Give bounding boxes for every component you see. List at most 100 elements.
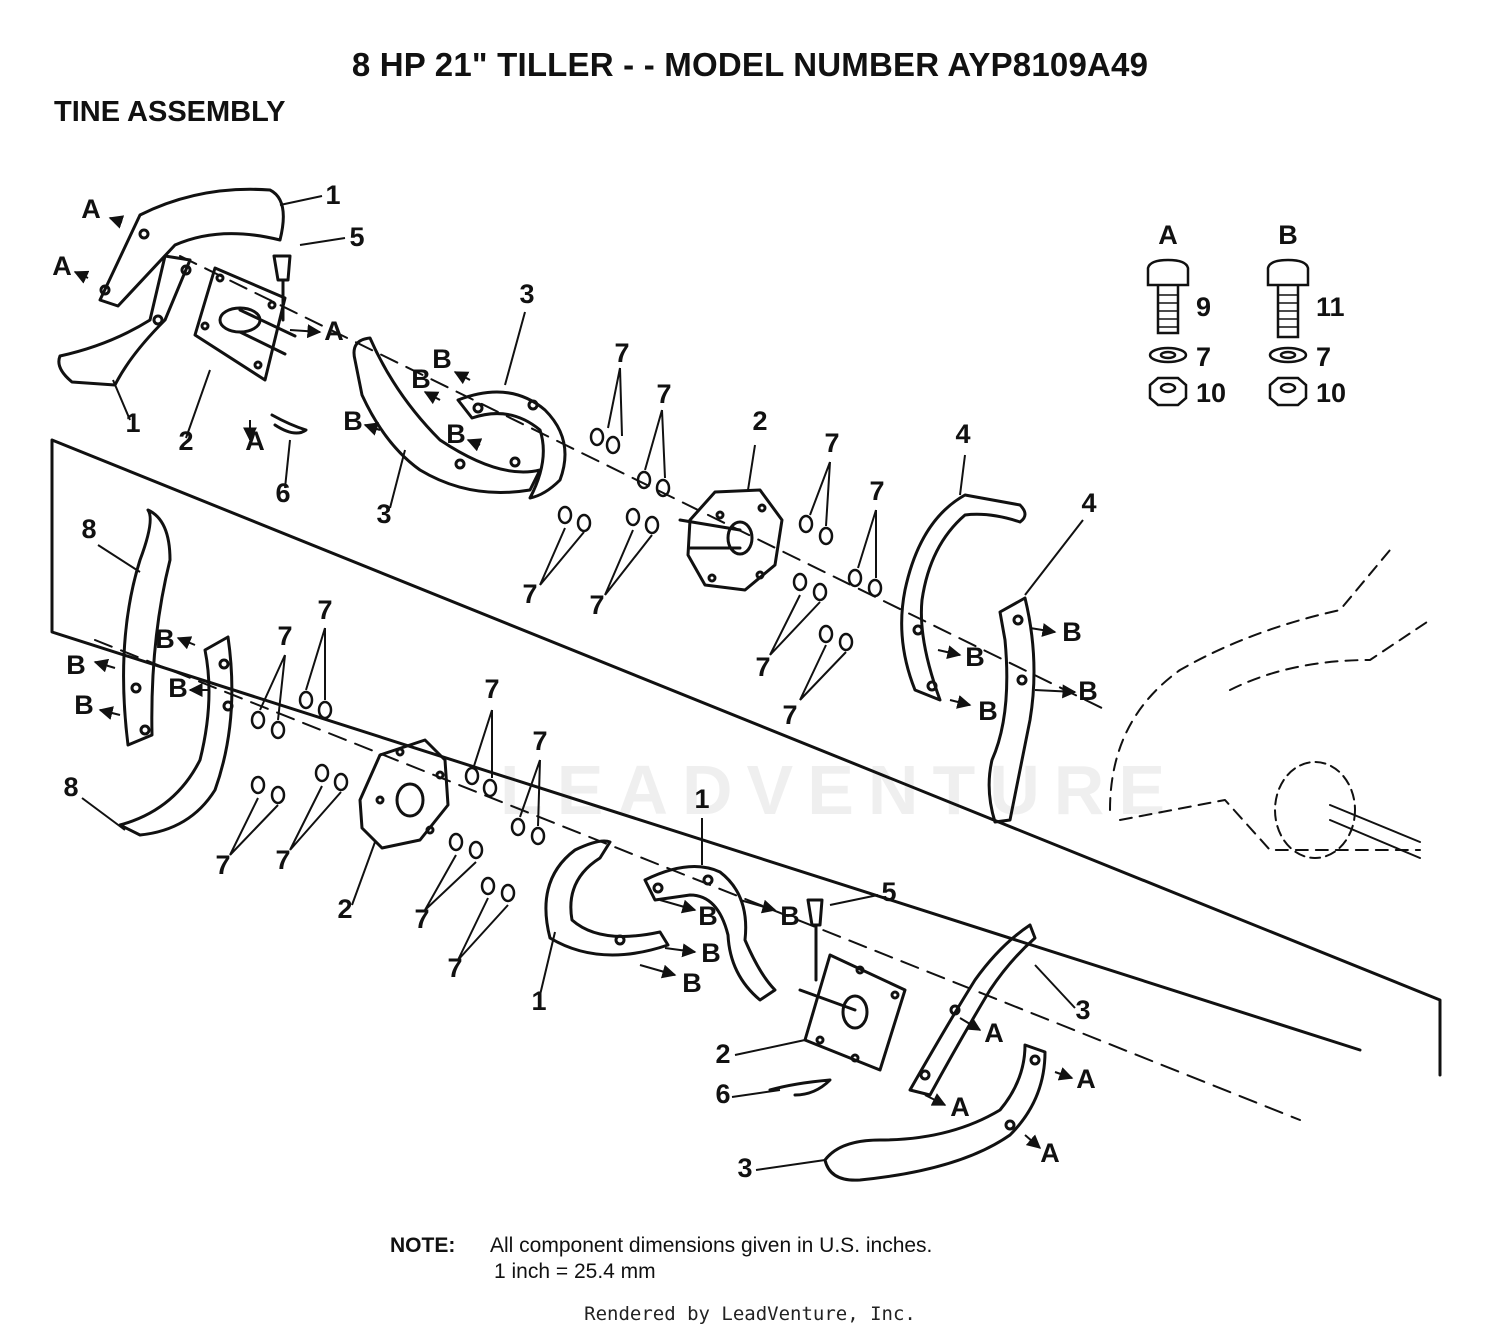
legend-a-lockwasher: 7 [1196,342,1211,372]
callout-label: 5 [349,222,364,252]
callout-label: 1 [325,180,340,210]
callout-label: 6 [275,478,290,508]
note-line-1: All component dimensions given in U.S. i… [490,1234,933,1257]
lockwasher-a-icon [1148,346,1188,364]
callout-label: 7 [589,590,604,620]
callout-label: B [1062,617,1082,647]
mounting-plate-2-lower [358,738,450,850]
output-shaft-flange [1274,761,1356,859]
callout-label: 1 [125,408,140,438]
callout-label: B [168,673,188,703]
callout-label: B [432,344,452,374]
arrow-indicators [73,215,1077,1149]
callout-label: B [965,642,985,672]
page-title: 8 HP 21" TILLER - - MODEL NUMBER AYP8109… [351,46,1149,83]
tine-3-lower-upper [908,923,1037,1097]
lock-washers [250,427,883,903]
callout-label: 6 [715,1079,730,1109]
tine-1-lower-right [643,865,777,1002]
tine-1-lower [57,254,192,387]
callout-label: 7 [522,579,537,609]
callout-label: 7 [484,674,499,704]
callout-label: 7 [782,700,797,730]
callout-label: B [343,406,363,436]
hub-sleeve-lower [395,782,425,818]
tine-4-right [987,596,1036,824]
note-line-2: 1 inch = 25.4 mm [494,1260,656,1283]
callout-label: 7 [614,338,629,368]
callout-label: 3 [1075,995,1090,1025]
callout-label: 7 [824,428,839,458]
callout-label: 7 [755,652,770,682]
callout-label: 2 [337,894,352,924]
tine-4-left [900,493,1027,702]
legend-b-header: B [1278,220,1298,250]
tine-3-lower-lower [823,1043,1047,1182]
tine-8-right [118,635,234,837]
callout-label: B [1078,676,1098,706]
assembly-frame [50,438,1442,1077]
nut-b-icon [1268,376,1308,407]
callout-label: B [698,901,718,931]
callout-label: 3 [519,279,534,309]
callout-label: 3 [376,499,391,529]
nut-a-icon [1148,376,1188,407]
callout-label: A [1040,1138,1060,1168]
bolt-hole [180,264,192,276]
output-shaft [1329,804,1421,859]
callout-label: 2 [178,426,193,456]
legend-a-header: A [1158,220,1178,250]
callout-label: 2 [715,1039,730,1069]
clevis-pin-5 [272,254,292,322]
callout-label: 1 [531,986,546,1016]
tine-1-lower-left [544,839,670,957]
legend-b-lockwasher: 7 [1316,342,1331,372]
legend-b-bolt: 11 [1316,292,1345,322]
callout-label: B [66,650,86,680]
legend-a-bolt: 9 [1196,292,1211,322]
callout-label: B [411,364,431,394]
shaft-centerline-lower [94,639,1301,1121]
bolt-b-icon [1266,258,1310,287]
clevis-pin-5-lower [806,898,824,982]
callout-label: 2 [752,406,767,436]
callout-label: 4 [1081,488,1096,518]
callout-label: 7 [414,904,429,934]
callout-label: 3 [737,1153,752,1183]
mounting-plate-2-right [803,953,907,1072]
mounting-plate-2-center [686,488,784,592]
callout-label: 7 [277,621,292,651]
callout-label: A [984,1018,1004,1048]
callout-label: 7 [447,953,462,983]
callout-label: 7 [275,845,290,875]
callout-label: 7 [869,476,884,506]
tine-3-left [352,336,542,494]
shaft-centerline [179,255,1111,713]
callout-label: B [701,938,721,968]
callout-label: B [978,696,998,726]
callout-label: B [682,968,702,998]
callout-label: 5 [881,877,896,907]
hair-pin-6 [270,413,308,435]
leader-lines [81,195,1084,1171]
hub-sleeve [726,520,754,556]
lockwasher-b-icon [1268,346,1308,364]
callout-label: 8 [63,772,78,802]
watermark: LEADVENTURE [500,751,1180,829]
tine-8-left [122,508,172,747]
legend-a-nut: 10 [1196,378,1226,408]
mounting-plate-2 [193,266,287,382]
callout-label: 7 [656,379,671,409]
tine-1-upper [98,187,285,308]
callout-label: 7 [215,850,230,880]
callout-label: B [74,690,94,720]
callout-label: A [1076,1064,1096,1094]
callout-label: A [950,1092,970,1122]
callout-label: B [446,419,466,449]
callout-label: 1 [694,784,709,814]
callout-label: B [780,901,800,931]
transmission-housing [1109,549,1431,851]
callout-label: A [52,251,72,281]
callout-label: A [245,426,265,456]
